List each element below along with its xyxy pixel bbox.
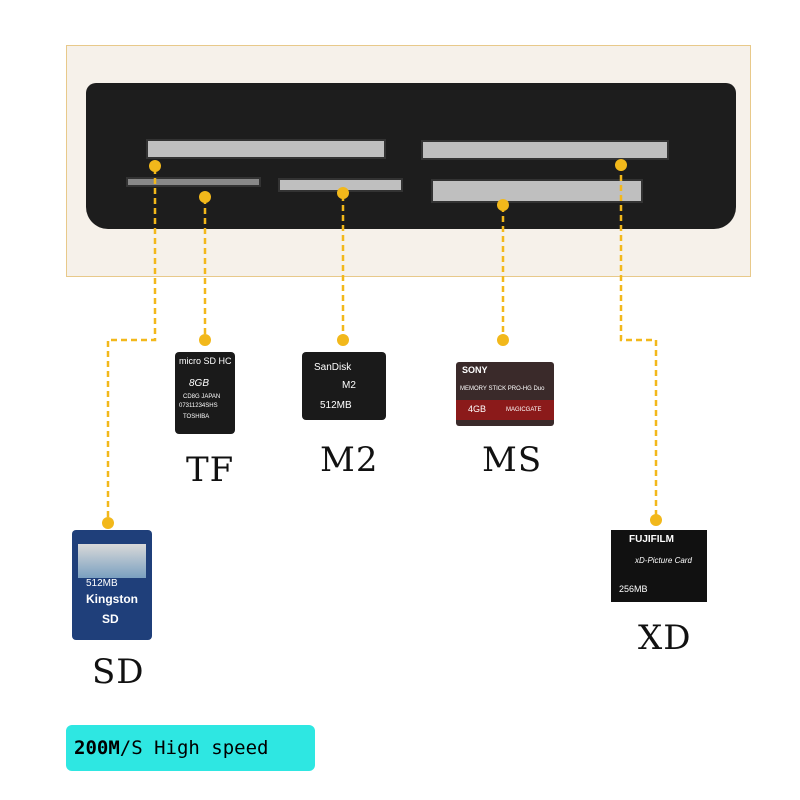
xd-dot-top: [615, 159, 627, 171]
sd-dot-top: [149, 160, 161, 172]
m2-dot-bottom: [337, 334, 349, 346]
xd-dot-bottom: [650, 514, 662, 526]
tf-card-capacity: 8GB: [189, 378, 210, 389]
m2-card-brand: SanDisk: [314, 362, 352, 373]
speed-text: /S High speed: [119, 737, 269, 759]
xd-card-brand: FUJIFILM: [629, 534, 674, 545]
ms-dot-top: [497, 199, 509, 211]
tf-card-brand: TOSHIBA: [183, 414, 210, 420]
speed-value: 200M: [74, 737, 120, 759]
ms-card-extra: MAGICGATE: [506, 407, 542, 413]
m2-card-type: M2: [342, 380, 356, 391]
xd-slot: [421, 140, 669, 160]
speed-badge: 200M /S High speed: [66, 725, 315, 771]
sd-card-type: SD: [102, 612, 119, 626]
ms-card-capacity: 4GB: [468, 404, 487, 414]
m2-card-capacity: 512MB: [320, 400, 352, 411]
ms-dot-bottom: [497, 334, 509, 346]
sd-card-capacity: 512MB: [86, 578, 118, 589]
tf-card-line1: micro SD HC: [179, 356, 232, 366]
ms-card-stripe: [456, 400, 554, 420]
m2-card: SanDisk M2 512MB: [302, 352, 386, 420]
m2-dot-top: [337, 187, 349, 199]
xd-label: XD: [638, 618, 692, 658]
m2-label: M2: [320, 440, 379, 480]
tf-card: micro SD HC 8GB CD8G JAPAN 07311234SHS T…: [175, 352, 235, 434]
xd-card-type: xD-Picture Card: [635, 556, 692, 565]
ms-slot: [431, 179, 643, 203]
ms-card-brand: SONY: [462, 365, 488, 375]
ms-card-type: MEMORY STICK PRO-HG Duo: [460, 386, 545, 392]
xd-connector: [619, 165, 658, 520]
ms-label: MS: [482, 440, 543, 480]
sd-dot-bottom: [102, 517, 114, 529]
tf-card-line3: CD8G JAPAN: [183, 394, 221, 400]
xd-card-capacity: 256MB: [619, 584, 648, 594]
tf-slot: [126, 177, 261, 187]
card-reader: [86, 83, 736, 229]
xd-card: FUJIFILM xD-Picture Card 256MB: [611, 530, 707, 602]
sd-label: SD: [92, 652, 145, 692]
tf-label: TF: [186, 450, 235, 490]
tf-dot-bottom: [199, 334, 211, 346]
tf-dot-top: [199, 191, 211, 203]
sd-card-image: [78, 544, 146, 578]
ms-card: SONY MEMORY STICK PRO-HG Duo 4GB MAGICGA…: [456, 362, 554, 426]
sd-card-brand: Kingston: [86, 592, 138, 606]
sd-connector: [106, 168, 157, 522]
tf-card-line4: 07311234SHS: [179, 403, 218, 409]
sd-slot: [146, 139, 386, 159]
sd-card: 512MB Kingston SD: [72, 530, 152, 640]
